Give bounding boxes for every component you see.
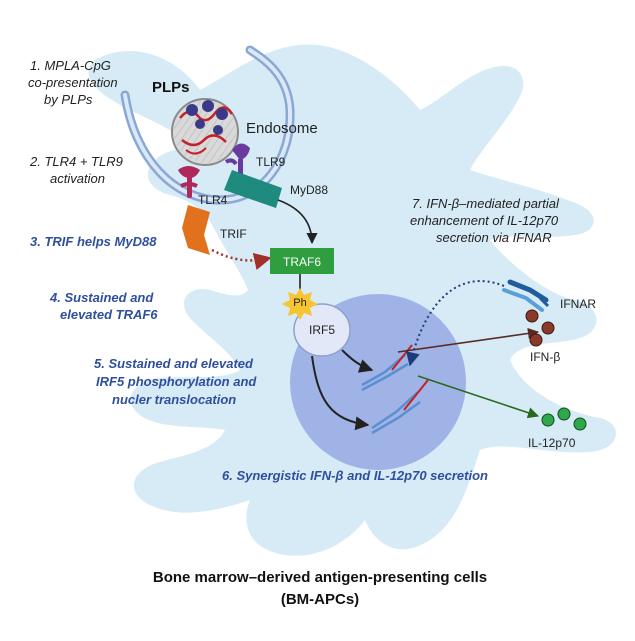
il12-label: IL-12p70 [528, 436, 576, 450]
caption-line-2: (BM-APCs) [281, 591, 359, 608]
step-2-line-2: activation [50, 171, 105, 186]
step-3: 3. TRIF helps MyD88 [30, 234, 157, 249]
traf6-label: TRAF6 [283, 255, 321, 269]
step-5-line-2: IRF5 phosphorylation and [96, 374, 257, 389]
myd88-adaptor-shape [224, 170, 282, 208]
irf5-to-dna-arrow-2 [311, 355, 370, 431]
step-5-line-3: nucler translocation [112, 392, 236, 407]
il12-secretion-arrow [417, 375, 540, 419]
ifnb-beads [525, 309, 555, 347]
trif-label: TRIF [220, 227, 247, 241]
ifnar-label: IFNAR [560, 297, 596, 311]
step-4-line-1: 4. Sustained and [49, 290, 154, 305]
step-2-line-1: 2. TLR4 + TLR9 [29, 154, 123, 169]
plp-particle [171, 98, 239, 166]
ifnar-receptor-icon [502, 279, 550, 312]
caption-line-1: Bone marrow–derived antigen-presenting c… [153, 569, 487, 586]
step-4-line-2: elevated TRAF6 [60, 307, 158, 322]
tlr4-label: TLR4 [198, 193, 228, 207]
irf5-oval [293, 303, 351, 357]
ph-label: Ph [293, 297, 306, 309]
dna-fork-il12-icon [371, 379, 429, 435]
ifnb-secretion-arrow [397, 327, 540, 353]
traf6-box [270, 248, 334, 274]
tlr9-label: TLR9 [256, 155, 286, 169]
trif-adaptor-shape [182, 205, 210, 255]
step-1-line-2: co-presentation [28, 75, 118, 90]
step-1-line-3: by PLPs [44, 92, 93, 107]
step-6: 6. Synergistic IFN-β and IL-12p70 secret… [222, 468, 488, 483]
il12-beads [541, 407, 587, 431]
ifnar-feedback-arrow [406, 280, 505, 367]
irf5-to-dna-arrow-1 [341, 349, 374, 373]
endosome-label: Endosome [246, 120, 318, 137]
plps-label: PLPs [152, 79, 190, 96]
step-7-line-3: secretion via IFNAR [436, 230, 552, 245]
step-5-line-1: 5. Sustained and elevated [94, 356, 254, 371]
trif-to-traf6-arrow [211, 248, 272, 270]
step-7-line-2: enhancement of IL-12p70 [410, 213, 559, 228]
myd88-to-traf6-arrow [277, 199, 318, 245]
tlr4-receptor-icon [178, 166, 200, 198]
dna-fork-ifnb-icon [361, 344, 413, 392]
step-1-line-1: 1. MPLA-CpG [30, 58, 111, 73]
step-7-line-1: 7. IFN-β–mediated partial [412, 196, 560, 211]
irf5-label: IRF5 [309, 323, 335, 337]
ifnb-label: IFN-β [530, 350, 560, 364]
phosphorylation-star-icon [282, 288, 318, 320]
myd88-label: MyD88 [290, 183, 328, 197]
